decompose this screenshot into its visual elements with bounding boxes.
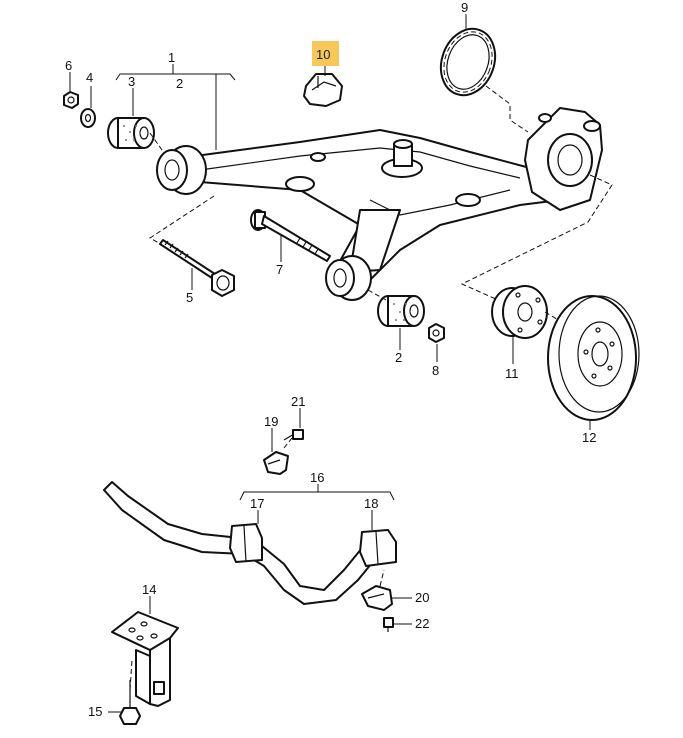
- bar-bush-17: [229, 510, 263, 563]
- nut-6: [63, 72, 79, 109]
- callout-5: 5: [186, 290, 193, 305]
- callout-9: 9: [461, 0, 468, 15]
- callout-7: 7: [276, 262, 283, 277]
- callout-11: 11: [505, 366, 519, 381]
- bracket-1: [115, 64, 236, 150]
- callout-2-bottom: 2: [395, 350, 402, 365]
- bar-bush-18: [359, 510, 397, 567]
- cap-10: [303, 73, 343, 107]
- mounting-bracket-14: [111, 596, 179, 707]
- centerline-front: [149, 195, 215, 256]
- bolt-7: [250, 209, 331, 262]
- bolt-21: [283, 408, 304, 441]
- callout-8: 8: [432, 363, 439, 378]
- bolt-5: [159, 239, 235, 297]
- callout-20: 20: [415, 590, 429, 605]
- washer-4: [80, 86, 96, 128]
- highlight-callout-10[interactable]: 10: [312, 41, 339, 76]
- callout-14: 14: [142, 582, 156, 597]
- centerline-rear: [460, 174, 613, 301]
- front-bush-assembly: [156, 145, 207, 195]
- abs-sensor-ring: [439, 14, 529, 133]
- callout-10: 10: [316, 47, 330, 62]
- callout-19: 19: [264, 414, 278, 429]
- callout-6: 6: [65, 58, 72, 73]
- bush-3: [107, 88, 163, 151]
- bolt-15: [108, 659, 141, 725]
- nut-8: [428, 323, 445, 362]
- callout-17: 17: [250, 496, 264, 511]
- callout-18: 18: [364, 496, 378, 511]
- callout-2-top: 2: [176, 76, 183, 91]
- wheel-bearing-housing: [524, 107, 603, 211]
- bracket-16: [239, 484, 395, 501]
- bush-2-rear: [367, 289, 425, 350]
- callout-22: 22: [415, 616, 429, 631]
- clamp-19: [263, 428, 293, 475]
- callout-15: 15: [88, 704, 102, 719]
- callout-labels: 1 2 3 4 6 9 5 7 2 8 11 12 21 19 16 17 18…: [65, 0, 596, 719]
- highlight-box: [312, 41, 339, 66]
- callout-21: 21: [291, 394, 305, 409]
- bolt-22: [383, 617, 412, 632]
- clamp-20: [361, 569, 412, 611]
- callout-3: 3: [128, 74, 135, 89]
- trailing-arm: [179, 129, 561, 289]
- callout-12: 12: [582, 430, 596, 445]
- brake-disc-12: [547, 295, 640, 430]
- callout-16: 16: [310, 470, 324, 485]
- callout-4: 4: [86, 70, 93, 85]
- rear-bush-assembly: [325, 255, 372, 301]
- callout-1: 1: [168, 50, 175, 65]
